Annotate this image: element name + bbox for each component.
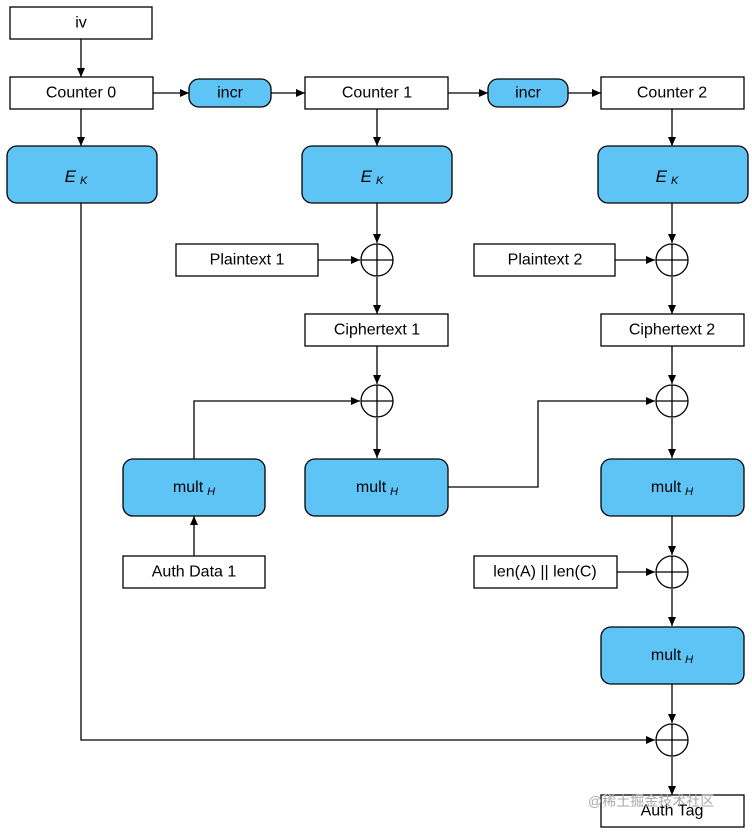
mult-3-main: mult: [651, 647, 682, 664]
iv-label: iv: [75, 15, 87, 32]
connectors: [77, 39, 676, 795]
counter-2-box: Counter 2: [600, 76, 745, 110]
ciphertext-2-box: Ciphertext 2: [600, 313, 745, 347]
length-block-label: len(A) || len(C): [493, 564, 596, 581]
xor-icon: [655, 384, 689, 418]
incr-1-box: incr: [188, 78, 272, 108]
ciphertext-2-label: Ciphertext 2: [629, 322, 715, 339]
mult-2-main: mult: [651, 479, 682, 496]
xor-icon: [655, 723, 689, 757]
plaintext-1-label: Plaintext 1: [210, 252, 285, 269]
svg-text:EK: EK: [361, 167, 384, 188]
plaintext-2-box: Plaintext 2: [473, 243, 616, 277]
mult-auth-sub: H: [207, 486, 215, 498]
auth-tag-label: Auth Tag: [641, 803, 704, 820]
mult-1-sub: H: [390, 486, 398, 498]
counter-1-label: Counter 1: [342, 85, 412, 102]
ek-2-sub: K: [671, 175, 679, 187]
counter-1-box: Counter 1: [304, 76, 449, 110]
ciphertext-1-label: Ciphertext 1: [334, 322, 420, 339]
xor-icon: [655, 555, 689, 589]
incr-2-label: incr: [515, 85, 541, 102]
mult-2-sub: H: [685, 486, 693, 498]
ek-1-sub: K: [376, 175, 384, 187]
incr-2-box: incr: [487, 78, 569, 108]
ek-1-main: E: [361, 167, 373, 186]
auth-tag-box: Auth Tag: [600, 794, 745, 828]
svg-text:EK: EK: [656, 167, 679, 188]
ciphertext-1-box: Ciphertext 1: [304, 313, 449, 347]
ek-0-sub: K: [80, 175, 88, 187]
xor-icon: [655, 243, 689, 277]
plaintext-1-box: Plaintext 1: [175, 243, 319, 277]
iv-box: iv: [9, 6, 153, 40]
ek-2-main: E: [656, 167, 668, 186]
mult-auth-main: mult: [173, 479, 204, 496]
length-block-box: len(A) || len(C): [473, 555, 618, 589]
xor-icon: [360, 384, 394, 418]
plaintext-2-label: Plaintext 2: [508, 252, 583, 269]
counter-0-label: Counter 0: [46, 85, 116, 102]
counter-2-label: Counter 2: [637, 85, 707, 102]
auth-data-label: Auth Data 1: [152, 564, 237, 581]
ek-0-main: E: [65, 167, 77, 186]
auth-data-box: Auth Data 1: [122, 555, 266, 589]
incr-1-label: incr: [217, 85, 243, 102]
counter-0-box: Counter 0: [9, 76, 154, 110]
watermark-text: @稀土掘金技术社区: [588, 793, 714, 809]
xor-icon: [360, 243, 394, 277]
svg-text:EK: EK: [65, 167, 88, 188]
mult-3-sub: H: [685, 654, 693, 666]
mult-1-main: mult: [356, 479, 387, 496]
